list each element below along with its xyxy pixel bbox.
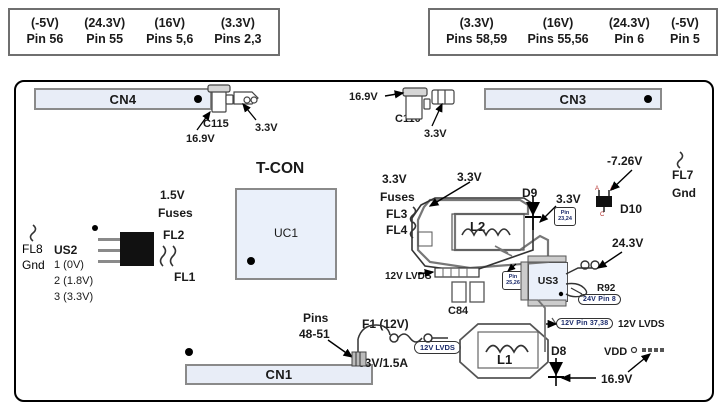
inductor-l2-label: L2	[470, 219, 486, 234]
pin1-marker-us2	[92, 225, 98, 231]
d8-label: D8	[551, 344, 567, 358]
c115-rail-label: 3.3V	[255, 122, 278, 134]
pin-23-24-tag: Pin 23,24	[554, 207, 576, 226]
fuse-rating-label: 63V/1.5A	[358, 356, 409, 370]
d8-voltage-label: 16.9V	[601, 372, 633, 386]
lvds-pin-37-38-tag: 12V Pin 37,38	[556, 318, 614, 329]
c115-label: C115	[203, 118, 229, 130]
pin1-marker-cn4	[194, 95, 202, 103]
legend-pins: Pin 55	[86, 32, 124, 46]
pin-tag-line1: Pin	[508, 273, 518, 280]
fl3-label: FL3	[386, 207, 408, 221]
legend-pins: Pin 56	[26, 32, 64, 46]
legend-column: (-5V) Pin 5	[670, 16, 700, 47]
legend-pins: Pins 55,56	[527, 32, 589, 46]
lvds-12v-right-label: 12V LVDS	[618, 319, 665, 330]
legend-voltage: (24.3V)	[84, 16, 126, 31]
tcon-title: T-CON	[256, 160, 305, 177]
chip-uc1: UC1	[235, 188, 337, 280]
chip-label: UC1	[273, 226, 298, 240]
pin1-marker-cn3	[644, 95, 652, 103]
fuses-word2-label: Fuses	[380, 190, 415, 204]
connector-cn4: CN4	[34, 88, 212, 110]
r92-label: R92	[597, 283, 616, 294]
us2-pin-trace	[98, 260, 122, 263]
pin-tag-line2: 25,26	[506, 279, 520, 286]
legend-voltage: (24.3V)	[608, 16, 650, 31]
legend-column: (-5V) Pin 56	[26, 16, 63, 47]
fuses-33v-label: 3.3V	[382, 172, 407, 186]
connector-cn1: CN1	[185, 364, 373, 385]
pin-tag-line1: Pin	[560, 209, 570, 216]
legend-voltage: (3.3V)	[220, 16, 255, 31]
pin1-marker-cn1	[185, 348, 193, 356]
d9-label: D9	[522, 186, 538, 200]
legend-pins: Pins 58,59	[446, 32, 508, 46]
legend-pins: Pin 6	[614, 32, 645, 46]
connector-label: CN4	[109, 91, 137, 107]
legend-pins: Pin 5	[670, 32, 700, 46]
c110-label: C110	[395, 113, 421, 125]
legend-column: (24.3V) Pin 6	[609, 16, 650, 47]
pin-25-26-tag: Pin 25,26	[502, 271, 524, 290]
v243-label: 24.3V	[612, 236, 644, 250]
fl4-label: FL4	[386, 223, 408, 237]
fl2-label: FL2	[163, 228, 185, 242]
pins-48-51-line2: 48-51	[299, 327, 330, 341]
f1-label: F1 (12V)	[362, 317, 409, 331]
pin1-marker-uc1	[247, 257, 255, 265]
connector-cn3: CN3	[484, 88, 662, 110]
pins-48-51-line1: Pins	[303, 311, 329, 325]
legend-column: (16V) Pins 5,6	[146, 16, 193, 47]
legend-pins: Pins 5,6	[146, 32, 194, 46]
fl1-label: FL1	[174, 270, 196, 284]
us2-pin3-label: 3 (3.3V)	[54, 291, 94, 303]
neg726-label: -7.26V	[607, 154, 643, 168]
legend-pins: Pins 2,3	[214, 32, 262, 46]
c115-voltage-label: 16.9V	[186, 133, 215, 145]
d10-label: D10	[620, 202, 643, 216]
us2-pin1-label: 1 (0V)	[54, 259, 84, 271]
pin-tag-line2: 23,24	[558, 215, 572, 222]
chip-label: US3	[537, 275, 559, 287]
vdd-label: VDD	[604, 346, 628, 358]
us2-pin-trace	[98, 249, 122, 252]
fl8-label: FL8	[22, 242, 43, 256]
lvds-12v-bottom-tag: 12V LVDS	[414, 341, 461, 354]
legend-voltage: (16V)	[154, 16, 185, 31]
r92-pin-tag: 24V Pin 8	[578, 294, 621, 305]
chip-us3: US3	[528, 262, 568, 302]
fl7-gnd-label: Gnd	[672, 186, 696, 200]
fuses-15v-label: 1.5V	[160, 188, 185, 202]
pin-voltage-legend-right: (3.3V) Pins 58,59 (16V) Pins 55,56 (24.3…	[428, 8, 718, 56]
inductor-l1-label: L1	[497, 352, 513, 367]
legend-voltage: (-5V)	[30, 16, 59, 31]
legend-column: (16V) Pins 55,56	[527, 16, 588, 47]
fl8-gnd-label: Gnd	[22, 258, 45, 272]
legend-voltage: (-5V)	[671, 16, 699, 31]
connector-label: CN3	[559, 91, 587, 107]
fl7-label: FL7	[672, 168, 694, 182]
d9-rail-label: 3.3V	[556, 192, 581, 206]
connector-label: CN1	[265, 367, 293, 382]
c110-rail-label: 3.3V	[424, 128, 447, 140]
chip-label-us2: US2	[54, 243, 78, 257]
l2-rail-voltage-label: 3.3V	[457, 170, 482, 184]
lvds-12v-left-label: 12V LVDS	[385, 271, 432, 282]
c110-voltage-label: 16.9V	[349, 91, 378, 103]
c84-label: C84	[448, 305, 469, 317]
legend-column: (3.3V) Pins 58,59	[446, 16, 507, 47]
us2-pin-trace	[98, 238, 122, 241]
chip-us2-body	[120, 232, 154, 266]
us2-pin2-label: 2 (1.8V)	[54, 275, 94, 287]
legend-voltage: (3.3V)	[459, 16, 494, 31]
legend-column: (24.3V) Pin 55	[84, 16, 125, 47]
pin-voltage-legend-left: (-5V) Pin 56 (24.3V) Pin 55 (16V) Pins 5…	[8, 8, 280, 56]
legend-column: (3.3V) Pins 2,3	[214, 16, 261, 47]
fuses-word-label: Fuses	[158, 206, 193, 220]
legend-voltage: (16V)	[542, 16, 574, 31]
